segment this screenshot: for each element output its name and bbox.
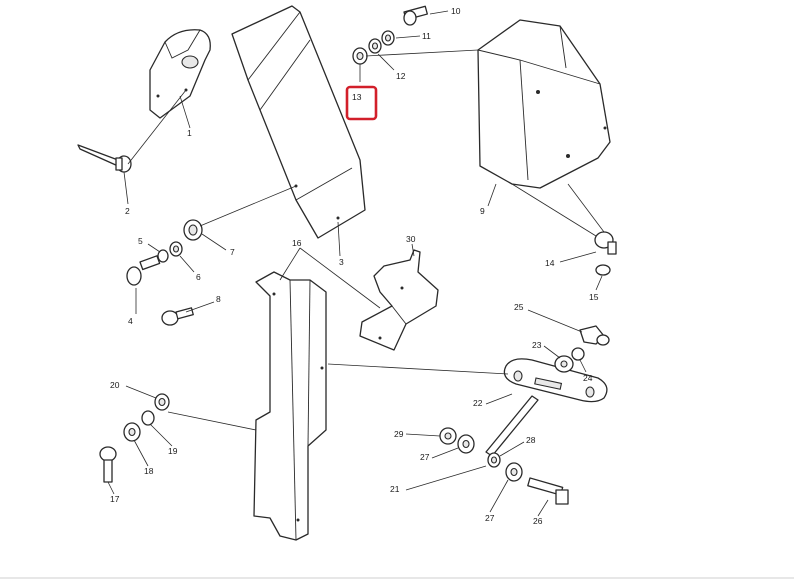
part-25-wingnut xyxy=(579,325,610,346)
part-27-washer-b xyxy=(505,462,523,482)
callout-14: 14 xyxy=(545,258,555,268)
callout-8: 8 xyxy=(216,294,221,304)
leader-lines xyxy=(107,10,605,517)
callout-27-b: 27 xyxy=(485,513,495,523)
callout-18: 18 xyxy=(144,466,154,476)
callout-6: 6 xyxy=(196,272,201,282)
callout-4: 4 xyxy=(128,316,133,326)
callout-16: 16 xyxy=(292,238,302,248)
part-15-washer xyxy=(595,264,611,276)
part-26-bolt xyxy=(527,477,569,505)
callout-26: 26 xyxy=(533,516,543,526)
callout-29: 29 xyxy=(394,429,404,439)
part-10-screw xyxy=(403,5,428,26)
part-28-washer xyxy=(487,452,501,468)
part-13-nut xyxy=(352,47,368,65)
part-3-chute xyxy=(231,5,366,239)
part-1-bracket xyxy=(149,29,211,119)
callout-22: 22 xyxy=(473,398,483,408)
part-16-channel xyxy=(253,271,327,541)
callout-28: 28 xyxy=(526,435,536,445)
part-11-washer xyxy=(381,30,395,46)
part-22-plate xyxy=(503,358,608,403)
part-20-nut xyxy=(154,393,170,411)
part-8-screw xyxy=(161,307,194,326)
callout-1: 1 xyxy=(187,128,192,138)
part-27-washer-a xyxy=(457,434,475,454)
callout-2: 2 xyxy=(125,206,130,216)
part-23-washer xyxy=(554,355,574,373)
callout-5: 5 xyxy=(138,236,143,246)
callout-17: 17 xyxy=(110,494,120,504)
part-19-washer xyxy=(141,410,155,426)
callout-15: 15 xyxy=(589,292,599,302)
callout-3: 3 xyxy=(339,257,344,267)
highlight-box xyxy=(345,85,378,121)
callout-30: 30 xyxy=(406,234,416,244)
part-17-bolt xyxy=(99,446,117,483)
callout-10: 10 xyxy=(451,6,461,16)
callout-20: 20 xyxy=(110,380,120,390)
part-9-cover xyxy=(477,19,611,189)
callout-9: 9 xyxy=(480,206,485,216)
part-18-washer xyxy=(123,422,141,442)
callout-13: 13 xyxy=(352,92,362,102)
callout-23: 23 xyxy=(532,340,542,350)
callout-12: 12 xyxy=(396,71,406,81)
part-14-screw xyxy=(594,231,617,255)
part-2-pin xyxy=(77,144,132,173)
callout-25: 25 xyxy=(514,302,524,312)
part-6-washer xyxy=(169,241,183,257)
callout-7: 7 xyxy=(230,247,235,257)
callout-21: 21 xyxy=(390,484,400,494)
part-30-bracket xyxy=(359,249,439,351)
callout-19: 19 xyxy=(168,446,178,456)
part-4-bolt xyxy=(126,255,161,286)
callout-24: 24 xyxy=(583,373,593,383)
part-12-washer xyxy=(368,38,382,54)
part-5-washer xyxy=(157,249,169,263)
part-7-nut xyxy=(183,219,203,241)
callout-11: 11 xyxy=(422,31,431,41)
part-29-nut xyxy=(439,427,457,445)
part-24-nut xyxy=(571,347,585,361)
part-21-rod xyxy=(485,395,539,457)
callout-27-a: 27 xyxy=(420,452,430,462)
callout-labels: 1 2 3 4 5 6 7 8 9 10 11 12 13 14 15 16 1… xyxy=(110,6,599,526)
